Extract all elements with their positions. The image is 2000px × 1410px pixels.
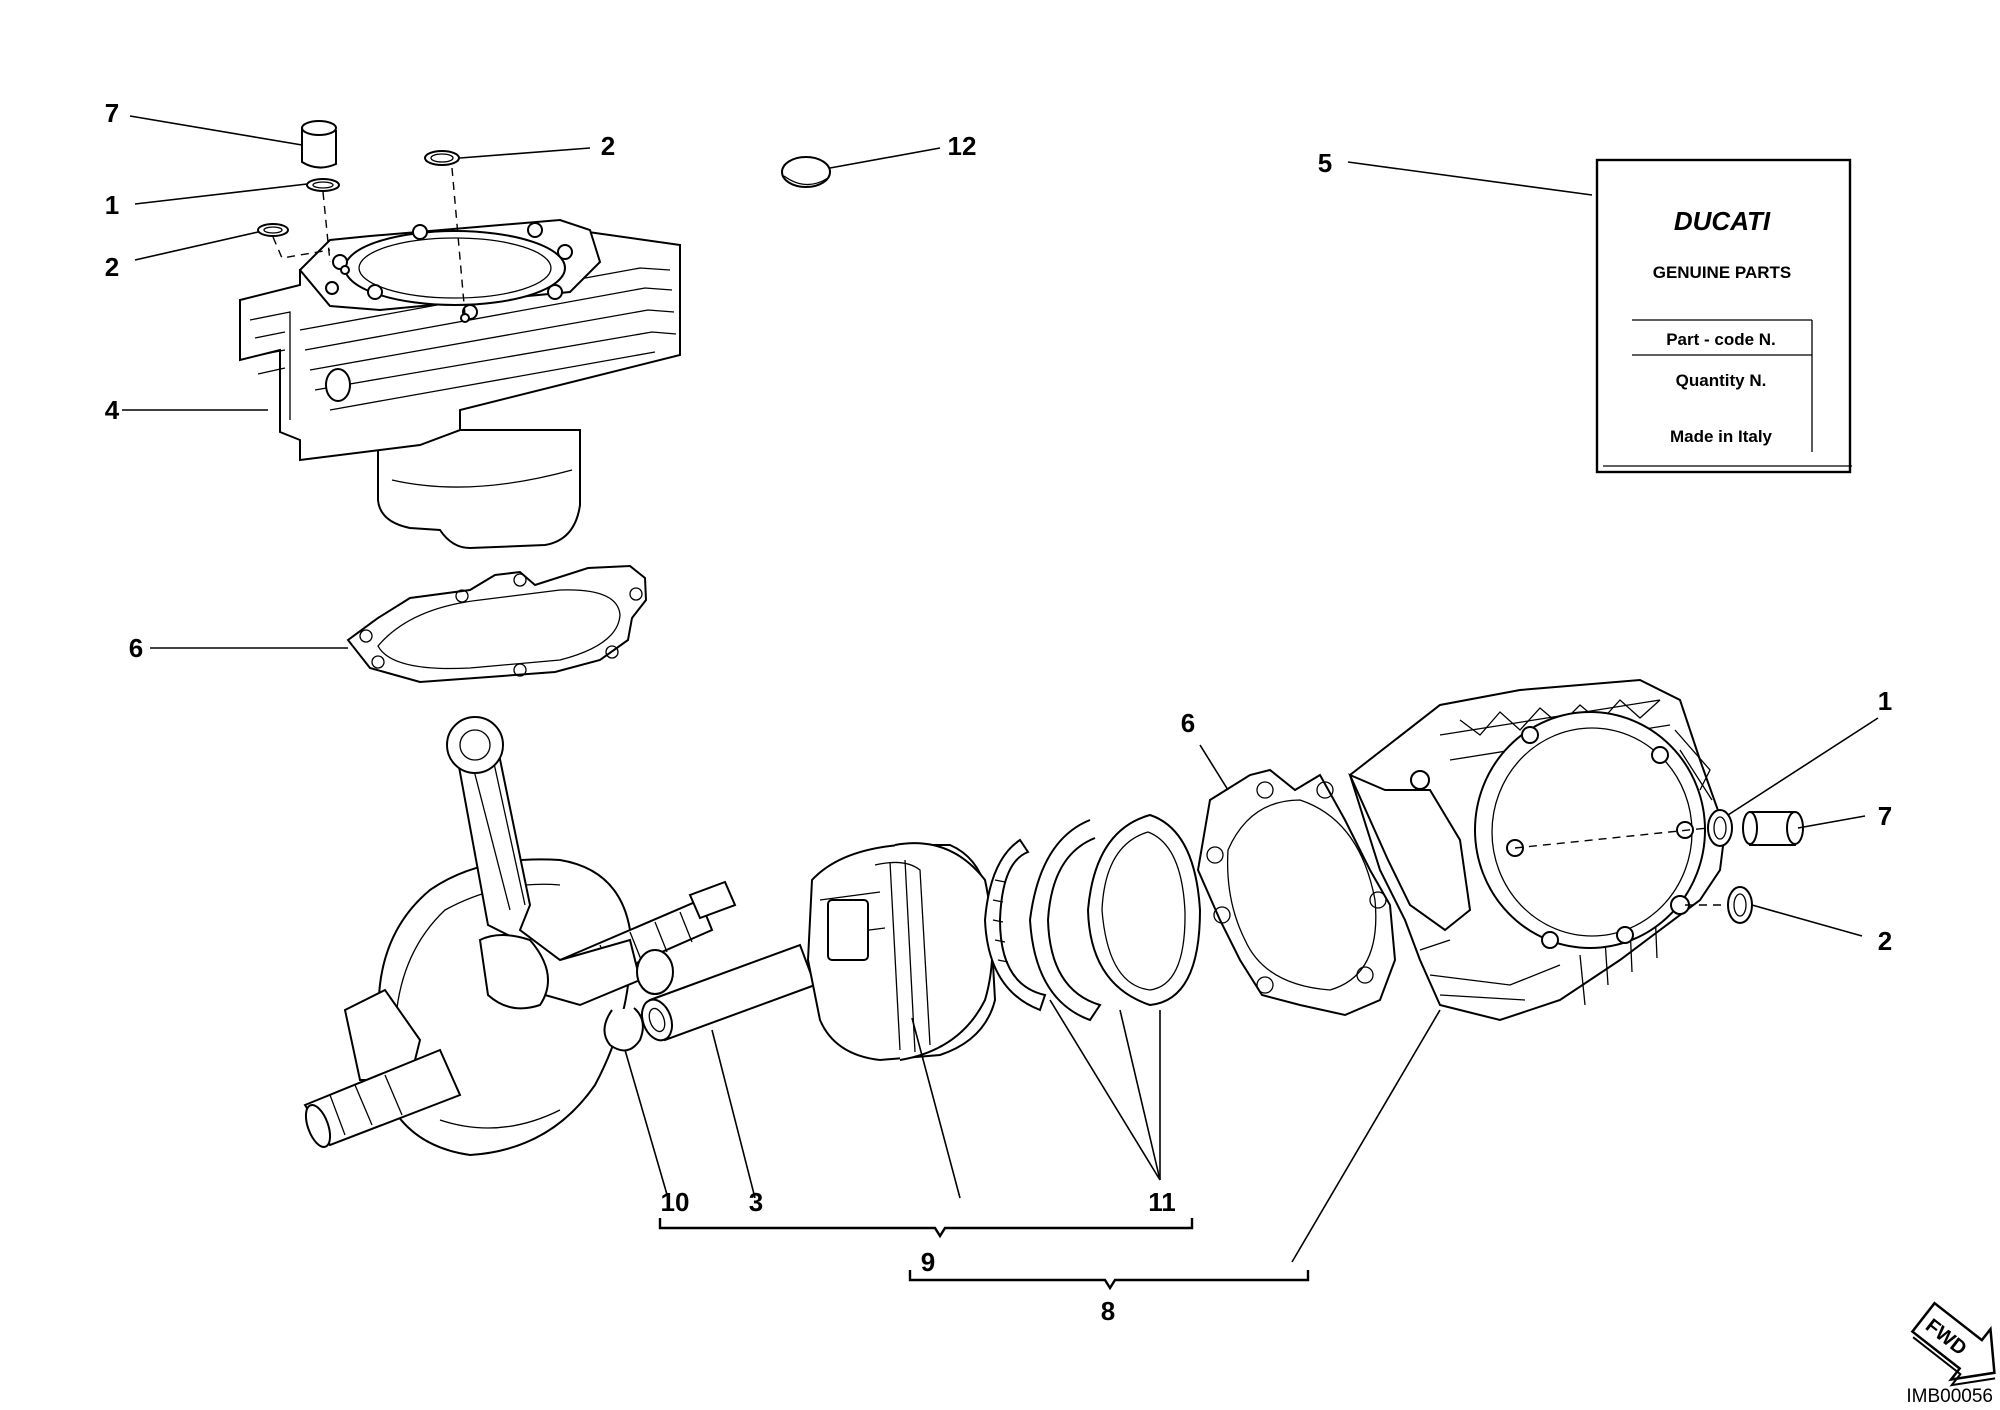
callout-4: 4 bbox=[105, 395, 120, 425]
callout-9: 9 bbox=[921, 1247, 935, 1277]
circlip bbox=[603, 1007, 644, 1052]
callout-1-right: 1 bbox=[1878, 686, 1892, 716]
base-gasket-mid bbox=[1196, 768, 1397, 1017]
callout-6-mid: 6 bbox=[1181, 708, 1195, 738]
callout-7-right: 7 bbox=[1878, 801, 1892, 831]
callout-1-top: 1 bbox=[105, 190, 119, 220]
dowel-sleeve-top bbox=[301, 120, 337, 169]
callout-12: 12 bbox=[948, 131, 977, 161]
callout-3: 3 bbox=[749, 1187, 763, 1217]
label-part-code: Part - code N. bbox=[1666, 330, 1776, 349]
bracket-9 bbox=[658, 1218, 1194, 1239]
cylinder-top-left bbox=[239, 218, 681, 550]
label-quantity: Quantity N. bbox=[1676, 371, 1767, 390]
leader-lines bbox=[122, 115, 1879, 1263]
base-gasket-top bbox=[346, 564, 648, 684]
piston bbox=[806, 842, 997, 1062]
piston-ring-oil bbox=[983, 838, 1047, 1012]
callout-6-top: 6 bbox=[129, 633, 143, 663]
piston-ring-1 bbox=[1086, 813, 1202, 1007]
callout-10: 10 bbox=[661, 1187, 690, 1217]
piston-ring-2 bbox=[1028, 819, 1102, 1022]
o-ring-right-1 bbox=[1707, 809, 1733, 847]
label-brand: DUCATI bbox=[1674, 206, 1771, 236]
callout-2-top-left: 2 bbox=[105, 252, 119, 282]
callout-5: 5 bbox=[1318, 148, 1332, 178]
cap-plug bbox=[781, 156, 831, 188]
callout-11: 11 bbox=[1148, 1187, 1176, 1217]
o-ring-top-2-right bbox=[424, 150, 460, 166]
o-ring-top-2-left bbox=[257, 223, 289, 237]
o-ring-top-1 bbox=[306, 178, 340, 192]
image-code: IMB00056 bbox=[1906, 1386, 1993, 1407]
label-made-in: Made in Italy bbox=[1670, 427, 1773, 446]
callout-8: 8 bbox=[1101, 1296, 1115, 1326]
dowel-sleeve-right bbox=[1742, 811, 1804, 846]
label-genuine: GENUINE PARTS bbox=[1653, 263, 1792, 282]
callout-2-top-right: 2 bbox=[601, 131, 615, 161]
callout-7-top: 7 bbox=[105, 98, 119, 128]
callout-2-right: 2 bbox=[1878, 926, 1892, 956]
o-ring-right-2 bbox=[1727, 886, 1753, 924]
crankshaft-assembly bbox=[303, 716, 737, 1157]
cylinder-right bbox=[1348, 678, 1727, 1022]
bracket-8 bbox=[908, 1270, 1310, 1291]
callout-labels: 7 1 2 2 4 6 12 5 6 1 7 2 10 3 11 9 8 bbox=[105, 98, 1892, 1326]
genuine-parts-label: DUCATI GENUINE PARTS Part - code N. Quan… bbox=[1595, 158, 1852, 474]
